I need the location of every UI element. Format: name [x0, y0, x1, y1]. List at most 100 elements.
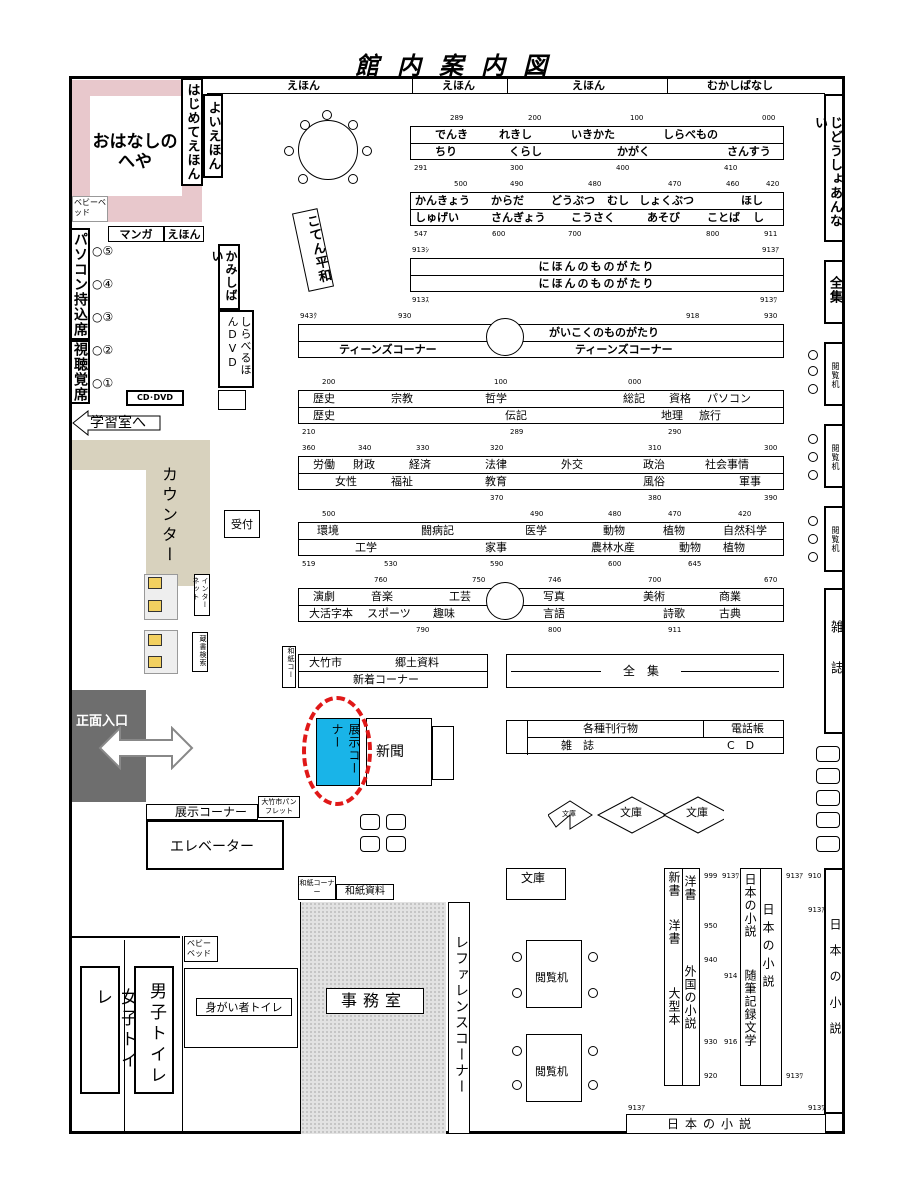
bunko-label: 文庫 [686, 806, 708, 819]
chair[interactable] [512, 1046, 522, 1056]
internet-label: インターネット [192, 574, 210, 616]
men-toilet[interactable]: 男子トイレ [134, 966, 174, 1094]
ohanashi-label: おはなしのへや [92, 132, 178, 172]
round-pillar [486, 318, 524, 356]
chair[interactable] [808, 350, 818, 360]
chair[interactable] [808, 366, 818, 376]
chair[interactable] [512, 988, 522, 998]
entrance-label: 正面入口 [76, 714, 129, 729]
washi-corner: 和紙コーナー [298, 876, 336, 900]
reading-desk: 閲覧机 [526, 1034, 582, 1102]
seat[interactable] [386, 836, 406, 852]
seat-1[interactable]: ○① [92, 376, 114, 390]
ohanashi-room: おはなしのへや [90, 96, 182, 196]
seat[interactable] [816, 768, 840, 784]
reference-corner: レファレンスコーナー [448, 902, 470, 1134]
otake-pamphlet: 大竹市パンフレット [258, 796, 300, 818]
chair[interactable] [298, 174, 308, 184]
seat[interactable] [816, 836, 840, 852]
chair[interactable] [808, 470, 818, 480]
pc-seats-label: パソコン持込席 [70, 228, 90, 340]
nihon-zuihitsu-shelf: 日本の小説 日本の小説 随筆記録文学 [740, 868, 782, 1086]
search-terminal-icon[interactable] [148, 656, 162, 668]
reading-desk-side-3: 閲覧机 [824, 506, 844, 572]
seat[interactable] [816, 812, 840, 828]
shinbun-label: 新聞 [376, 744, 404, 760]
washi-small-shelf: 和紙コー [282, 646, 296, 688]
office [300, 902, 446, 1134]
counter [146, 440, 210, 586]
chair[interactable] [808, 384, 818, 394]
mukashibanashi-shelf: むかしばなし [707, 79, 773, 92]
gakushu-arrow-icon[interactable] [72, 410, 162, 436]
chair[interactable] [512, 1080, 522, 1090]
chair[interactable] [808, 516, 818, 526]
zenshu-shelf: 全 集 [506, 654, 784, 688]
zenshu-side-shelf: 全集 [824, 260, 844, 324]
seat-3[interactable]: ○③ [92, 310, 114, 324]
accessible-toilet[interactable]: 身がい者トイレ [196, 998, 292, 1016]
chair[interactable] [808, 434, 818, 444]
chair[interactable] [300, 120, 310, 130]
top-shelf-row: えほん えほん えほん むかしばなし [207, 78, 825, 94]
uketsuke: 受付 [224, 510, 260, 538]
baby-bed-2: ベビーベッド [184, 936, 218, 962]
women-toilet-label: 女子トイレ [92, 988, 137, 1072]
page-title: 館内案内図 [355, 52, 565, 80]
seat-5[interactable]: ○⑤ [92, 244, 114, 258]
jido-annai-shelf: じどうしょあんない [812, 94, 844, 242]
highlight-ring [302, 696, 372, 806]
chair[interactable] [512, 952, 522, 962]
kamishibai-shelf: かみしばい [210, 244, 240, 310]
computer-icon[interactable] [148, 600, 162, 612]
seat[interactable] [360, 836, 380, 852]
seat[interactable] [816, 746, 840, 762]
cd-dvd-label: CD･DVD [126, 390, 184, 406]
hajimete-ehon-shelf: はじめてえほん [181, 78, 203, 186]
seat[interactable] [360, 814, 380, 830]
entrance-arrow-icon [98, 726, 194, 770]
round-table [298, 120, 358, 180]
reading-desk: 閲覧机 [526, 940, 582, 1008]
seat-2[interactable]: ○② [92, 343, 114, 357]
nihon-shosetsu-bottom-shelf: 日本の小説 [626, 1114, 826, 1134]
shinbun-shelf [366, 718, 432, 786]
chair[interactable] [588, 988, 598, 998]
round-pillar [486, 582, 524, 620]
bunko-label-small: 文庫 [562, 810, 576, 818]
zosho-kensaku-label: 蔵書検索 [192, 632, 208, 672]
chair[interactable] [588, 1080, 598, 1090]
chair[interactable] [808, 534, 818, 544]
zasshi-side-shelf: 雑誌 [824, 588, 844, 734]
ehon-small-shelf: えほん [164, 226, 204, 242]
gakushu-label[interactable]: 学習室へ [90, 415, 146, 431]
bunko-label: 文庫 [620, 806, 642, 819]
chair[interactable] [348, 174, 358, 184]
bunko-shelf: 文庫 [506, 868, 566, 900]
chair[interactable] [322, 110, 332, 120]
otake-shelf: 大竹市郷土資料 新着コーナー [298, 654, 488, 688]
chair[interactable] [588, 1046, 598, 1056]
seat-4[interactable]: ○④ [92, 277, 114, 291]
chair[interactable] [808, 552, 818, 562]
tenji-corner: 展示コーナー [146, 804, 258, 820]
search-terminal-icon[interactable] [148, 634, 162, 646]
bunko-diamonds [548, 796, 724, 834]
ehon-shelf-3: えほん [572, 79, 605, 92]
chair[interactable] [284, 146, 294, 156]
chair[interactable] [808, 452, 818, 462]
chair[interactable] [348, 120, 358, 130]
men-toilet-label: 男子トイレ [146, 982, 166, 1087]
chair[interactable] [588, 952, 598, 962]
seat[interactable] [386, 814, 406, 830]
computer-icon[interactable] [148, 577, 162, 589]
seat[interactable] [816, 790, 840, 806]
shiraberu-dvd-shelf: しらべるほんDVD [218, 310, 254, 388]
elevator[interactable]: エレベーター [146, 820, 284, 870]
women-toilet[interactable]: 女子トイレ [80, 966, 137, 1094]
nihon-shosetsu-side-shelf: 日本の小説 [824, 868, 844, 1114]
chair[interactable] [362, 146, 372, 156]
reading-desk-side-1: 閲覧机 [824, 342, 844, 406]
av-seats-label: 視聴覚席 [70, 340, 90, 404]
